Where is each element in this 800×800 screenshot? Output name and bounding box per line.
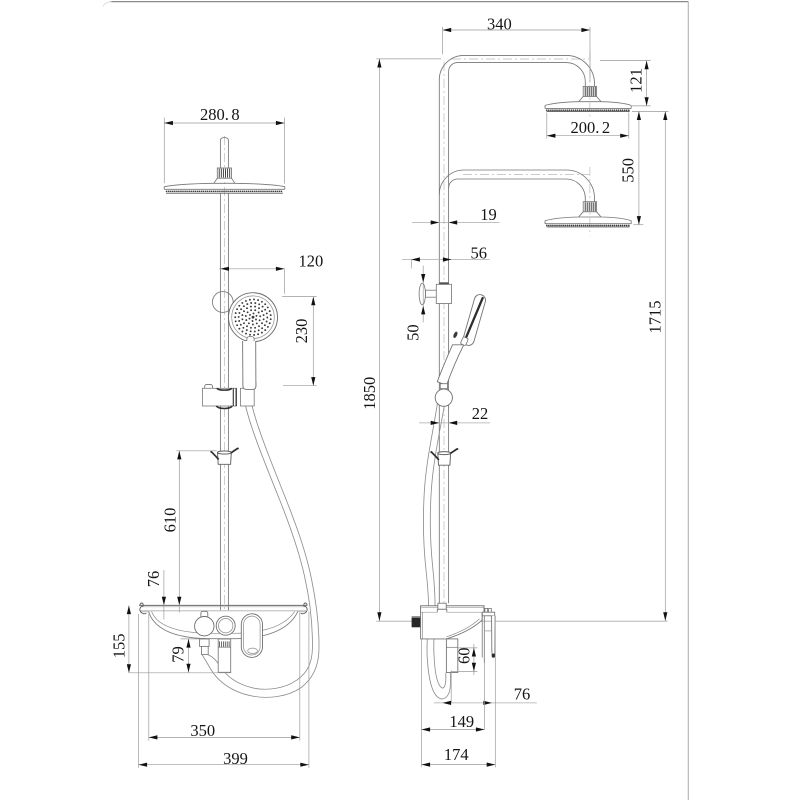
svg-text:340: 340 bbox=[487, 14, 512, 33]
svg-text:280.8: 280.8 bbox=[200, 105, 240, 124]
svg-text:60: 60 bbox=[454, 647, 473, 664]
svg-text:550: 550 bbox=[619, 158, 638, 183]
svg-text:155: 155 bbox=[110, 634, 129, 659]
svg-text:610: 610 bbox=[160, 508, 179, 533]
svg-text:19: 19 bbox=[480, 205, 497, 224]
svg-text:1850: 1850 bbox=[360, 377, 379, 410]
svg-text:174: 174 bbox=[444, 745, 469, 764]
svg-text:50: 50 bbox=[404, 324, 423, 341]
svg-text:56: 56 bbox=[470, 243, 487, 262]
svg-text:121: 121 bbox=[627, 68, 646, 93]
svg-text:79: 79 bbox=[169, 646, 188, 663]
svg-text:350: 350 bbox=[190, 721, 215, 740]
svg-text:120: 120 bbox=[299, 252, 324, 271]
svg-text:399: 399 bbox=[223, 749, 248, 768]
svg-text:200.2: 200.2 bbox=[570, 118, 610, 137]
svg-text:149: 149 bbox=[449, 712, 474, 731]
svg-text:22: 22 bbox=[472, 404, 489, 423]
svg-text:230: 230 bbox=[292, 319, 311, 344]
svg-text:76: 76 bbox=[514, 684, 531, 703]
svg-text:76: 76 bbox=[144, 571, 163, 588]
svg-text:1715: 1715 bbox=[646, 301, 665, 334]
